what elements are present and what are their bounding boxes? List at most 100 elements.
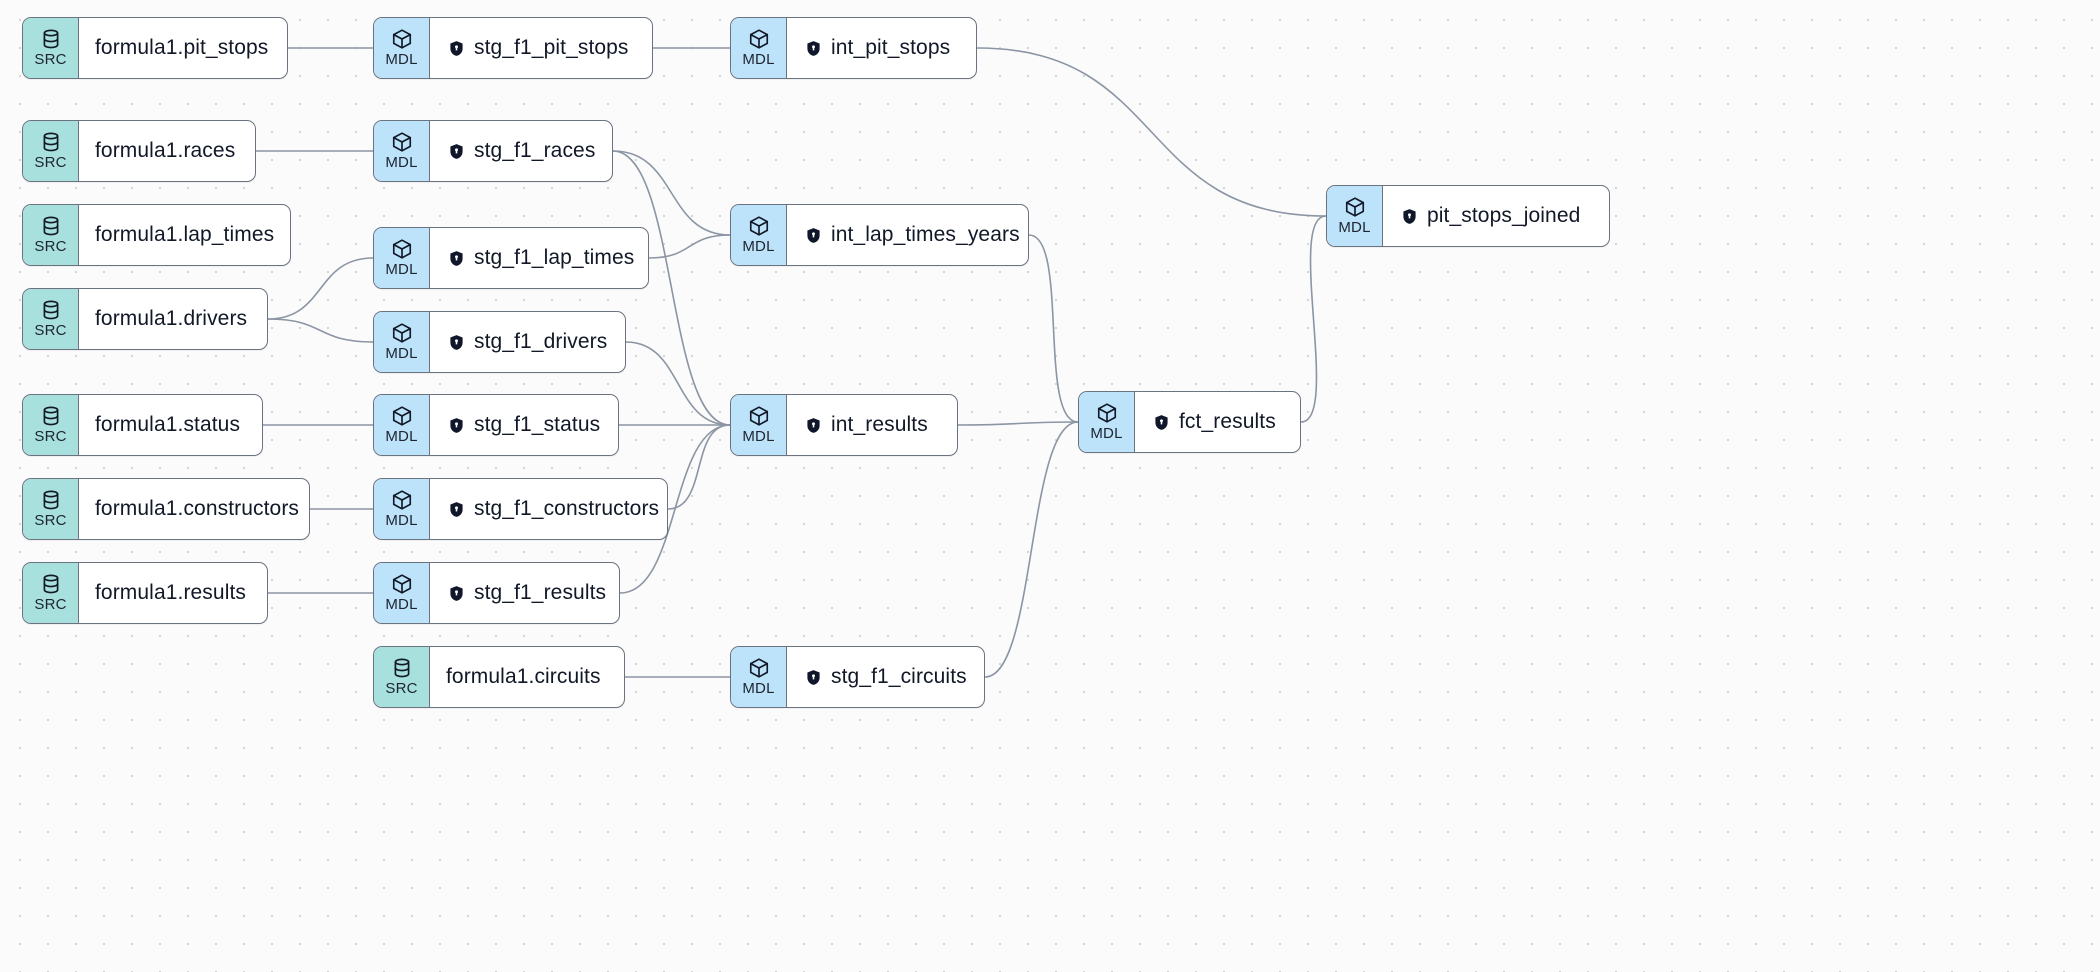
database-icon	[40, 131, 62, 153]
node-body: stg_f1_circuits	[787, 647, 984, 707]
cube-icon	[748, 215, 770, 237]
node-type-badge-model: MDL	[1079, 392, 1135, 452]
node-type-label: MDL	[742, 428, 775, 445]
node-label: formula1.status	[95, 413, 241, 436]
node-type-label: MDL	[742, 51, 775, 68]
lineage-node-src_status[interactable]: SRC formula1.status	[22, 394, 263, 456]
node-body: int_pit_stops	[787, 18, 976, 78]
lineage-node-fct_results[interactable]: MDL fct_results	[1078, 391, 1301, 453]
node-type-label: SRC	[34, 512, 67, 529]
lineage-edge	[648, 234, 731, 259]
node-type-label: SRC	[385, 680, 418, 697]
cube-icon	[391, 573, 413, 595]
lineage-node-stg_pit_stops[interactable]: MDL stg_f1_pit_stops	[373, 17, 653, 79]
node-label: int_lap_times_years	[831, 223, 1020, 246]
node-body: formula1.drivers	[79, 289, 267, 349]
lineage-node-src_lap_times[interactable]: SRC formula1.lap_times	[22, 204, 291, 266]
node-body: int_results	[787, 395, 957, 455]
node-type-label: MDL	[1338, 219, 1371, 236]
node-type-badge-model: MDL	[374, 121, 430, 181]
node-body: stg_f1_lap_times	[430, 228, 648, 288]
node-label: pit_stops_joined	[1427, 204, 1581, 227]
lineage-node-src_pit_stops[interactable]: SRC formula1.pit_stops	[22, 17, 288, 79]
lineage-node-stg_constructors[interactable]: MDL stg_f1_constructors	[373, 478, 668, 540]
node-type-label: MDL	[385, 512, 418, 529]
database-icon	[40, 573, 62, 595]
lineage-edge	[612, 150, 731, 236]
node-label: stg_f1_pit_stops	[474, 36, 629, 59]
node-type-badge-model: MDL	[374, 479, 430, 539]
lineage-node-src_circuits[interactable]: SRC formula1.circuits	[373, 646, 625, 708]
node-label: stg_f1_lap_times	[474, 246, 635, 269]
node-type-label: MDL	[742, 238, 775, 255]
cube-icon	[391, 489, 413, 511]
node-label: stg_f1_status	[474, 413, 601, 436]
node-type-badge-source: SRC	[23, 205, 79, 265]
cube-icon	[748, 405, 770, 427]
node-type-badge-model: MDL	[731, 395, 787, 455]
lineage-node-stg_lap_times[interactable]: MDL stg_f1_lap_times	[373, 227, 649, 289]
node-label: formula1.drivers	[95, 307, 248, 330]
lineage-node-src_results[interactable]: SRC formula1.results	[22, 562, 268, 624]
node-type-badge-model: MDL	[374, 18, 430, 78]
node-body: formula1.circuits	[430, 647, 624, 707]
node-type-badge-source: SRC	[23, 289, 79, 349]
lineage-edge	[625, 341, 731, 426]
lineage-node-stg_drivers[interactable]: MDL stg_f1_drivers	[373, 311, 626, 373]
database-icon	[40, 489, 62, 511]
shield-lock-icon	[448, 417, 465, 434]
lineage-node-stg_circuits[interactable]: MDL stg_f1_circuits	[730, 646, 985, 708]
node-type-label: SRC	[34, 322, 67, 339]
node-type-label: SRC	[34, 428, 67, 445]
database-icon	[40, 405, 62, 427]
node-body: formula1.lap_times	[79, 205, 290, 265]
lineage-edge	[267, 318, 374, 343]
node-type-label: MDL	[385, 345, 418, 362]
node-type-badge-model: MDL	[374, 228, 430, 288]
shield-lock-icon	[1401, 208, 1418, 225]
node-type-badge-source: SRC	[23, 121, 79, 181]
cube-icon	[391, 322, 413, 344]
shield-lock-icon	[805, 417, 822, 434]
lineage-node-int_lap_times_years[interactable]: MDL int_lap_times_years	[730, 204, 1029, 266]
node-type-label: MDL	[385, 154, 418, 171]
node-type-label: SRC	[34, 238, 67, 255]
node-body: formula1.races	[79, 121, 255, 181]
node-body: stg_f1_races	[430, 121, 612, 181]
database-icon	[40, 215, 62, 237]
node-type-badge-model: MDL	[374, 395, 430, 455]
lineage-node-src_drivers[interactable]: SRC formula1.drivers	[22, 288, 268, 350]
node-label: formula1.races	[95, 139, 236, 162]
node-type-label: MDL	[385, 51, 418, 68]
shield-lock-icon	[448, 585, 465, 602]
node-label: stg_f1_races	[474, 139, 596, 162]
lineage-node-stg_status[interactable]: MDL stg_f1_status	[373, 394, 619, 456]
node-label: formula1.lap_times	[95, 223, 275, 246]
node-body: formula1.status	[79, 395, 262, 455]
lineage-node-int_pit_stops[interactable]: MDL int_pit_stops	[730, 17, 977, 79]
node-type-badge-model: MDL	[731, 647, 787, 707]
node-label: stg_f1_constructors	[474, 497, 660, 520]
database-icon	[40, 299, 62, 321]
lineage-node-int_results[interactable]: MDL int_results	[730, 394, 958, 456]
node-type-badge-model: MDL	[731, 18, 787, 78]
node-label: stg_f1_results	[474, 581, 607, 604]
cube-icon	[391, 405, 413, 427]
lineage-node-stg_results[interactable]: MDL stg_f1_results	[373, 562, 620, 624]
node-label: stg_f1_drivers	[474, 330, 608, 353]
lineage-node-src_constructors[interactable]: SRC formula1.constructors	[22, 478, 310, 540]
node-label: int_pit_stops	[831, 36, 951, 59]
node-label: stg_f1_circuits	[831, 665, 967, 688]
cube-icon	[391, 28, 413, 50]
lineage-node-src_races[interactable]: SRC formula1.races	[22, 120, 256, 182]
shield-lock-icon	[805, 40, 822, 57]
cube-icon	[748, 28, 770, 50]
lineage-node-pit_stops_joined[interactable]: MDL pit_stops_joined	[1326, 185, 1610, 247]
shield-lock-icon	[805, 669, 822, 686]
database-icon	[40, 28, 62, 50]
lineage-node-stg_races[interactable]: MDL stg_f1_races	[373, 120, 613, 182]
node-body: formula1.results	[79, 563, 267, 623]
node-label: fct_results	[1179, 410, 1276, 433]
lineage-edge	[957, 421, 1079, 426]
